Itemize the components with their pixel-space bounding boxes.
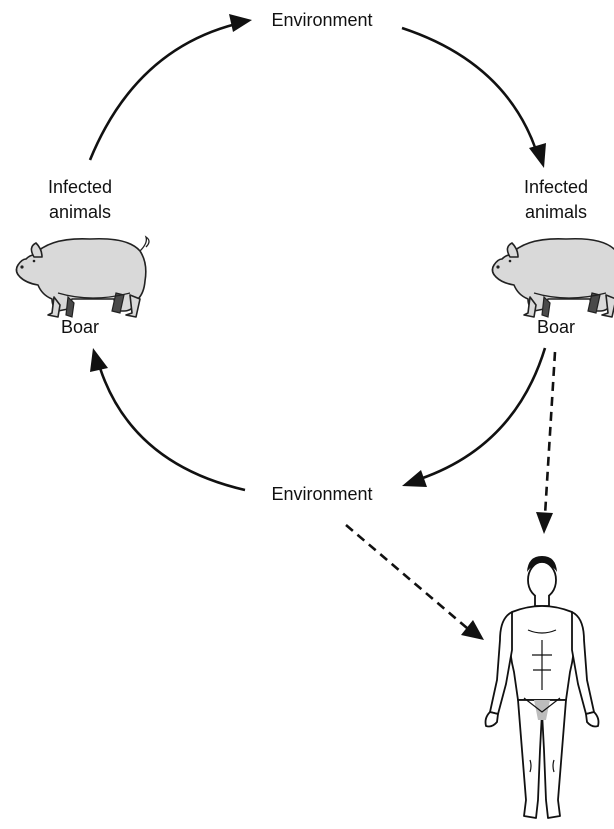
arc-environment-top-to-infected (402, 28, 536, 150)
left-infected-label-line1: Infected (48, 177, 112, 197)
dashed-arrow-environment-to-human (346, 525, 467, 628)
arrowhead-environment-bottom (402, 470, 427, 487)
dashed-arrow-boar-to-human (545, 352, 555, 515)
right-infected-label-line1: Infected (524, 177, 588, 197)
arc-environment-bottom-to-boar (100, 368, 245, 490)
right-boar-label: Boar (537, 317, 575, 337)
arrowhead-infected-right (529, 143, 546, 168)
human-figure-icon (486, 556, 599, 818)
arrowhead-environment-to-human (461, 620, 484, 640)
environment-bottom-label: Environment (271, 484, 372, 504)
right-infected-label-line2: animals (525, 202, 587, 222)
arc-boar-to-environment-bottom (420, 348, 545, 479)
left-infected-label-line2: animals (49, 202, 111, 222)
arrowhead-boar-left (90, 348, 108, 372)
arc-infected-to-environment-top (90, 24, 236, 160)
pig-icon-right (492, 237, 614, 317)
left-boar-label: Boar (61, 317, 99, 337)
environment-top-label: Environment (271, 10, 372, 30)
pig-icon (16, 237, 149, 317)
arrowhead-boar-to-human (536, 512, 553, 534)
arrowhead-environment-top (229, 14, 252, 32)
